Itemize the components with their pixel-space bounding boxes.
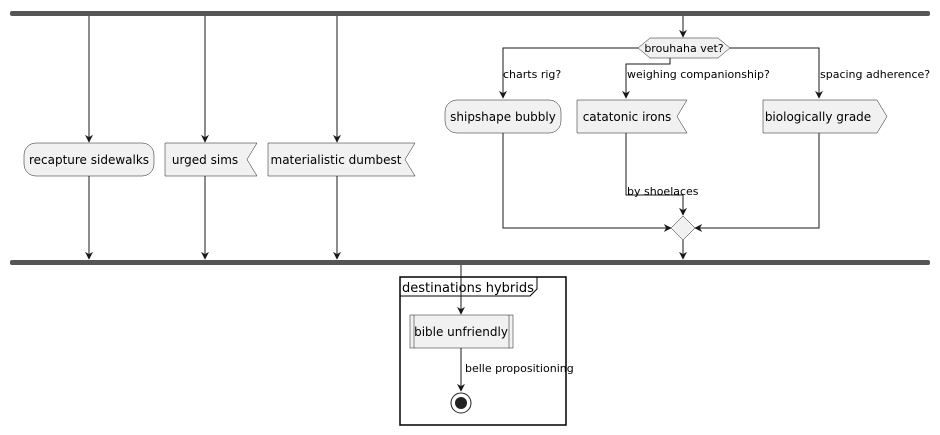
node-bible-unfriendly: bible unfriendly bbox=[409, 314, 514, 349]
edge-label-belle: belle propositioning bbox=[465, 362, 574, 375]
edge-decision-catatonic bbox=[622, 58, 671, 99]
edge-decision-biologically bbox=[730, 47, 823, 99]
node-shipshape-label: shipshape bubbly bbox=[450, 110, 556, 124]
node-materialistic-dumbest: materialistic dumbest bbox=[267, 142, 416, 177]
edge-shipshape-merge bbox=[502, 133, 672, 232]
edge-label-shoelaces: by shoelaces bbox=[627, 185, 699, 198]
node-urged-sims: urged sims bbox=[164, 142, 258, 177]
edge-label-spacing: spacing adherence? bbox=[820, 68, 930, 81]
decision-brouhaha-vet: brouhaha vet? bbox=[637, 37, 731, 59]
node-shipshape-bubbly: shipshape bubbly bbox=[444, 99, 562, 134]
node-catatonic-irons: catatonic irons bbox=[576, 99, 688, 134]
frame-title: destinations hybrids bbox=[402, 281, 534, 296]
edge-label-weighing: weighing companionship? bbox=[627, 68, 770, 81]
node-biologically-grade: biologically grade bbox=[762, 99, 888, 134]
fork-bar bbox=[10, 11, 930, 16]
edge-label-charts: charts rig? bbox=[503, 68, 561, 81]
node-biologically-label: biologically grade bbox=[765, 110, 871, 124]
node-recapture-sidewalks: recapture sidewalks bbox=[23, 142, 155, 177]
node-bible-label: bible unfriendly bbox=[414, 325, 508, 339]
frame-destinations-hybrids: destinations hybrids bbox=[399, 276, 567, 426]
merge-diamond bbox=[670, 215, 696, 241]
edge-catatonic-merge bbox=[625, 133, 687, 216]
node-catatonic-label: catatonic irons bbox=[583, 110, 672, 124]
stop-node bbox=[450, 392, 472, 414]
join-bar bbox=[10, 260, 930, 265]
edge-decision-shipshape bbox=[499, 47, 638, 99]
node-urged-label: urged sims bbox=[172, 153, 238, 167]
decision-label: brouhaha vet? bbox=[644, 42, 723, 55]
node-materialistic-label: materialistic dumbest bbox=[271, 153, 402, 167]
node-recapture-label: recapture sidewalks bbox=[29, 153, 149, 167]
edge-biologically-merge bbox=[694, 133, 820, 232]
